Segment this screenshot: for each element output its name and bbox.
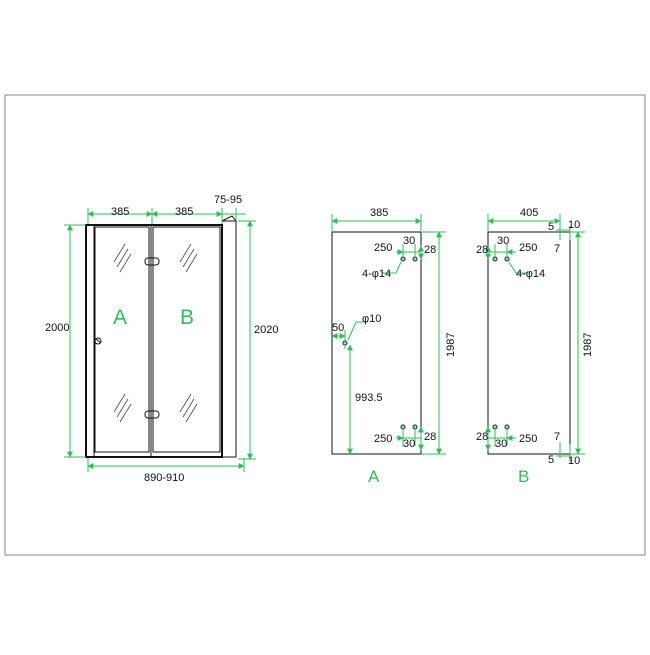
label-b-edge-bottom: 28 <box>476 431 488 443</box>
label-b-hinge-offset-bottom: 250 <box>519 433 537 445</box>
left-wall-profile <box>85 224 95 458</box>
label-panel-b-width: 405 <box>520 207 538 219</box>
label-panel-a-width: 385 <box>370 207 388 219</box>
label-b-top-5: 5 <box>548 221 554 233</box>
front-view: 385 385 75-95 2000 2020 890-910 A B <box>45 194 278 484</box>
label-a-edge-top: 28 <box>424 244 436 256</box>
door-frame-outline <box>85 224 223 458</box>
label-b-top-7: 7 <box>554 243 560 255</box>
right-wall-profile <box>221 220 237 458</box>
label-wall-adjust: 75-95 <box>214 194 242 206</box>
panel-b-caption: B <box>518 467 529 486</box>
label-width-right: 385 <box>175 206 193 218</box>
glass-reflections <box>113 243 198 423</box>
label-a-handle-edge: 50 <box>332 322 344 334</box>
label-b-top-10: 10 <box>568 219 580 231</box>
label-b-edge-top: 28 <box>476 244 488 256</box>
label-b-height: 1987 <box>582 333 594 357</box>
panel-b-glass <box>152 226 221 453</box>
label-b-hole-spacing-top: 30 <box>497 235 509 247</box>
label-total-width: 890-910 <box>144 472 184 484</box>
door-knob <box>94 337 102 345</box>
label-b-holes: 4-φ14 <box>516 268 545 280</box>
label-b-bottom-5: 5 <box>548 454 554 466</box>
label-b-bottom-10: 10 <box>568 455 580 467</box>
label-a-handle-height: 993.5 <box>355 392 383 404</box>
label-a-hinge-offset-top: 250 <box>374 242 392 254</box>
label-a-height: 1987 <box>445 333 457 357</box>
label-a-handle-hole: φ10 <box>362 313 381 325</box>
panel-b-outline <box>487 231 571 455</box>
label-a-hole-spacing-bottom: 30 <box>403 438 415 450</box>
label-a-holes: 4-φ14 <box>362 268 391 280</box>
label-b-hinge-offset-top: 250 <box>519 242 537 254</box>
label-a-hole-spacing-top: 30 <box>403 235 415 247</box>
front-label-b: B <box>180 306 194 329</box>
label-b-bottom-7: 7 <box>554 431 560 443</box>
label-width-left: 385 <box>111 206 129 218</box>
upper-hinge <box>144 257 160 266</box>
label-a-edge-bottom: 28 <box>424 431 436 443</box>
right-profile-cap <box>221 215 237 222</box>
label-a-hinge-offset-bottom: 250 <box>374 433 392 445</box>
front-label-a: A <box>113 306 127 329</box>
lower-hinge <box>144 410 160 419</box>
sheet-border <box>4 94 646 556</box>
panel-a-drawing: 385 250 30 28 4-φ14 50 φ10 993.5 1987 <box>331 207 457 486</box>
panel-a-outline <box>331 231 422 455</box>
label-height-total: 2020 <box>254 324 278 336</box>
label-b-hole-spacing-bottom: 30 <box>495 438 507 450</box>
label-height-glass: 2000 <box>45 322 69 334</box>
panel-b-drawing: 405 10 5 7 28 30 250 4-φ14 1987 28 <box>476 207 594 486</box>
panel-a-caption: A <box>368 467 380 486</box>
